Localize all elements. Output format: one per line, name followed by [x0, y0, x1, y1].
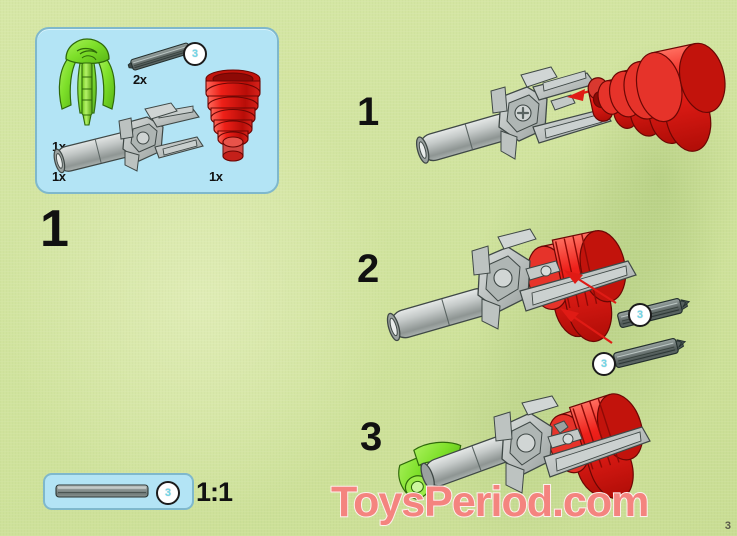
- scale-indicator-box: 3: [43, 473, 194, 510]
- green-claw-flame-part-icon: [58, 38, 116, 126]
- step-number-1: 1: [357, 90, 380, 134]
- part-quantity-engine-assembly: 1x: [52, 169, 66, 184]
- step-number-3: 3: [360, 415, 383, 459]
- red-ribbed-cone-part-icon: [205, 69, 261, 162]
- page-number: 3: [724, 520, 731, 532]
- scale-reference-beam-icon: [55, 484, 149, 498]
- grey-engine-assembly-part-icon: [53, 102, 204, 174]
- step-3-illustration: [398, 393, 651, 501]
- scale-ratio-label: 1:1: [196, 477, 233, 507]
- part-quantity-axle: 2x: [133, 72, 147, 87]
- step-3-green-claw: [398, 441, 462, 501]
- axle-length-badge-value: 3: [191, 48, 199, 60]
- step-2-illustration: [386, 228, 691, 368]
- step-2-axle-lower: [613, 338, 687, 368]
- step-1-illustration: [415, 42, 726, 164]
- scale-length-badge-value: 3: [164, 487, 172, 499]
- axle-length-badge: 3: [183, 42, 207, 66]
- watermark: ToysPeriod.com: [330, 477, 650, 527]
- watermark-text: ToysPeriod.com: [330, 477, 650, 527]
- step-number-2: 2: [357, 247, 380, 291]
- scale-length-badge: 3: [156, 481, 180, 505]
- step-2-axle-badge-lower-value: 3: [600, 358, 608, 370]
- step-2-assembly-arrow-upper: [564, 270, 617, 304]
- dark-grey-axle-part-icon: [127, 42, 194, 71]
- step-2-axle-badge-upper-value: 3: [636, 309, 644, 321]
- step-2-axle-badge-upper: 3: [628, 303, 652, 327]
- part-quantity-red-cone: 1x: [209, 169, 223, 184]
- section-step-number: 1: [40, 200, 69, 258]
- step-2-assembly-arrow-lower: [560, 308, 613, 344]
- step-2-axle-badge-lower: 3: [592, 352, 616, 376]
- parts-inventory-box: 1x 2x 3: [35, 27, 279, 194]
